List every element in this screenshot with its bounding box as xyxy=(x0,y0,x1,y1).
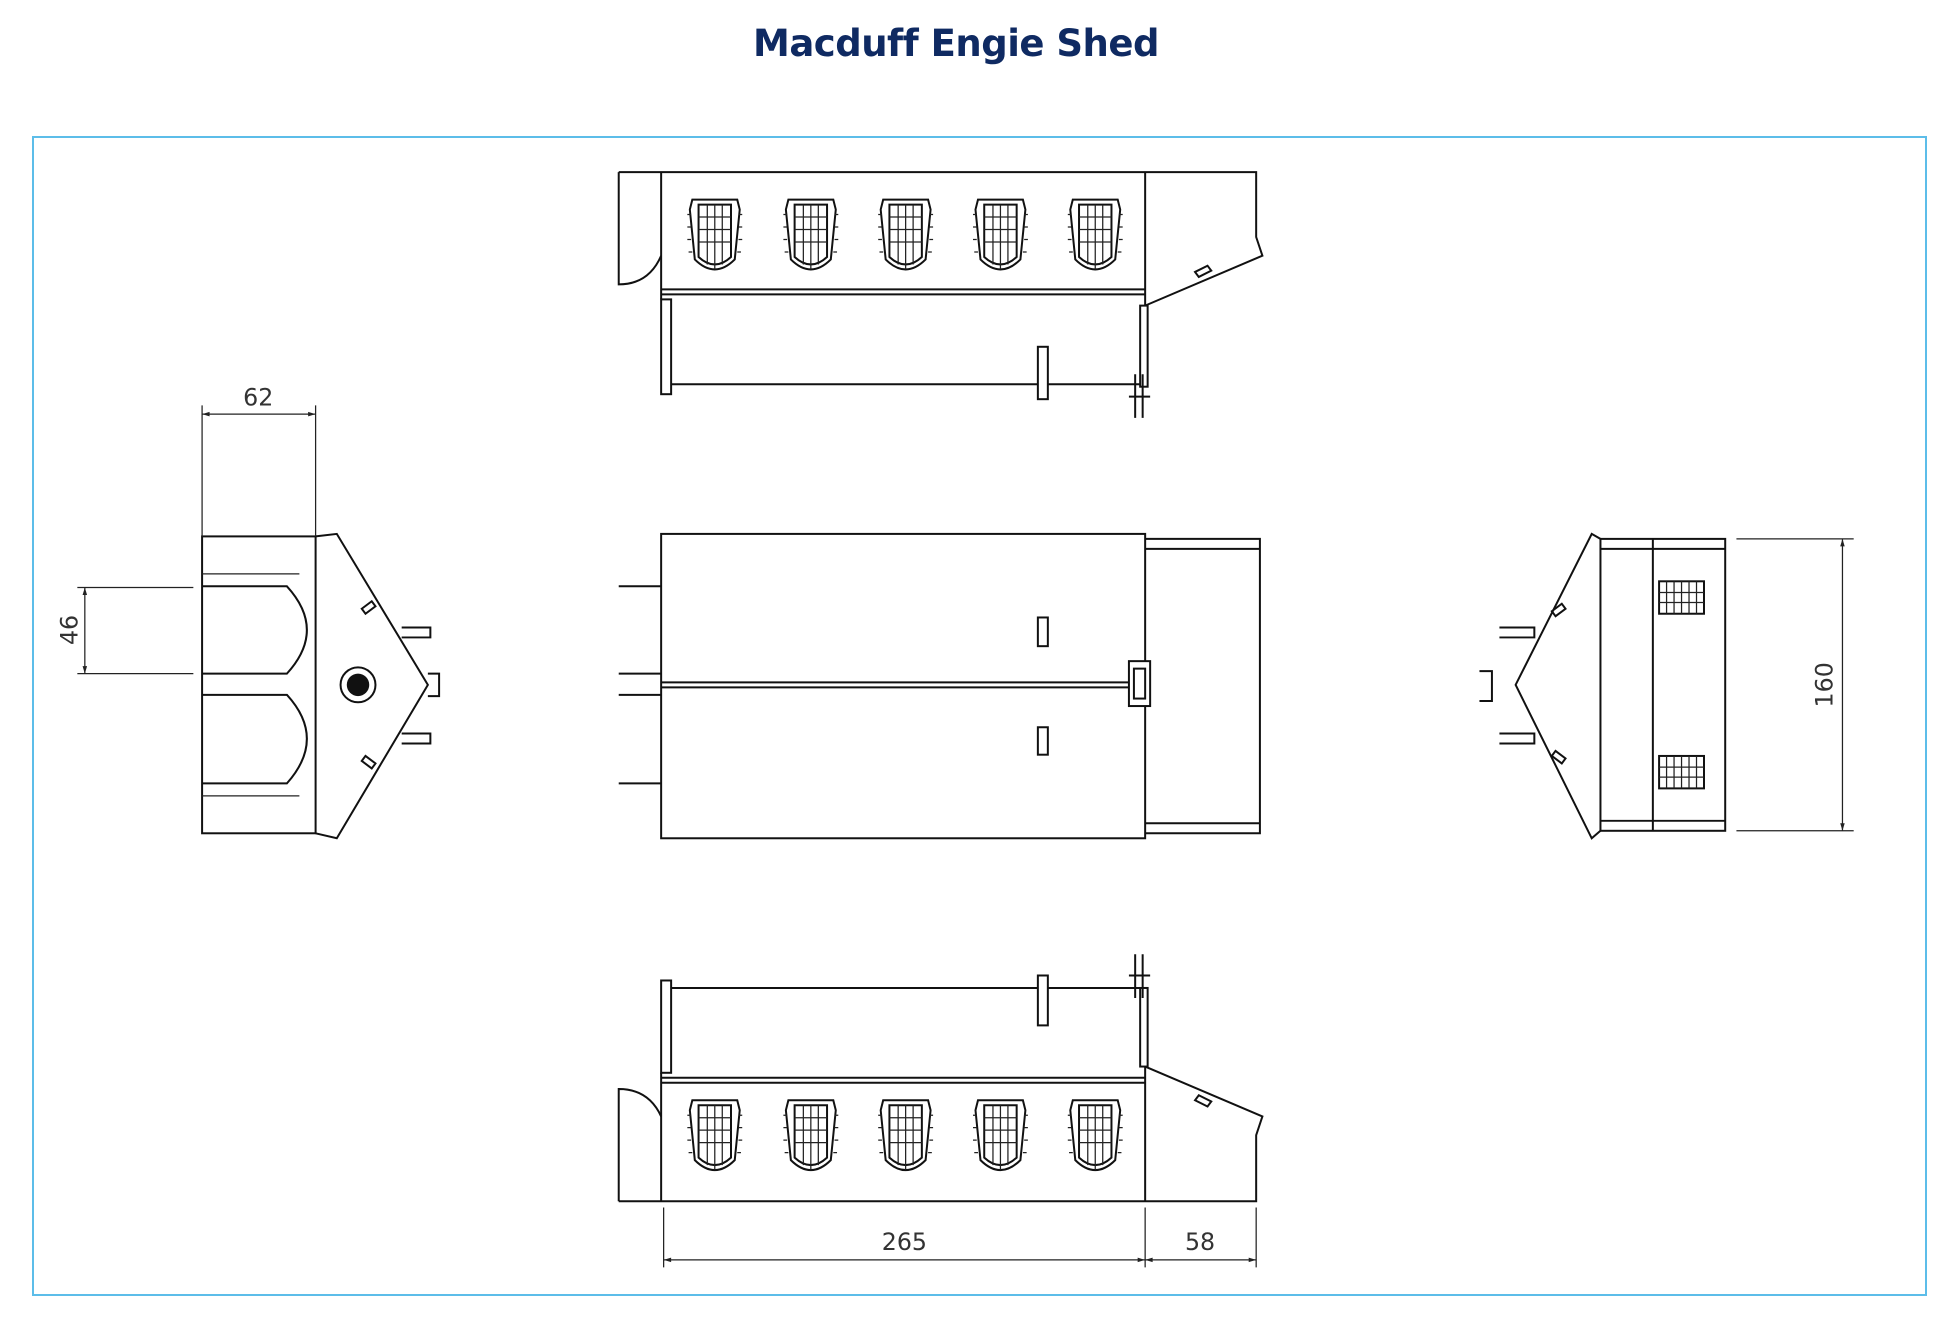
drawing-title: Macduff Engie Shed xyxy=(753,22,1159,65)
side-elevation-bottom: 265 58 xyxy=(617,954,1264,1268)
dim-height-160: 160 xyxy=(1810,662,1838,707)
window-row xyxy=(686,198,1124,271)
plan-view xyxy=(618,532,1261,840)
dim-extension-58: 58 xyxy=(1185,1228,1215,1256)
left-end-view: 62 46 xyxy=(55,383,441,840)
drawing-frame xyxy=(32,136,1927,1296)
dim-width-62: 62 xyxy=(243,383,273,411)
window-row xyxy=(686,1099,1124,1172)
dim-length-265: 265 xyxy=(882,1228,927,1256)
right-end-view: 160 xyxy=(1479,532,1854,840)
dim-height-46: 46 xyxy=(55,615,83,645)
side-elevation-top xyxy=(617,171,1264,418)
